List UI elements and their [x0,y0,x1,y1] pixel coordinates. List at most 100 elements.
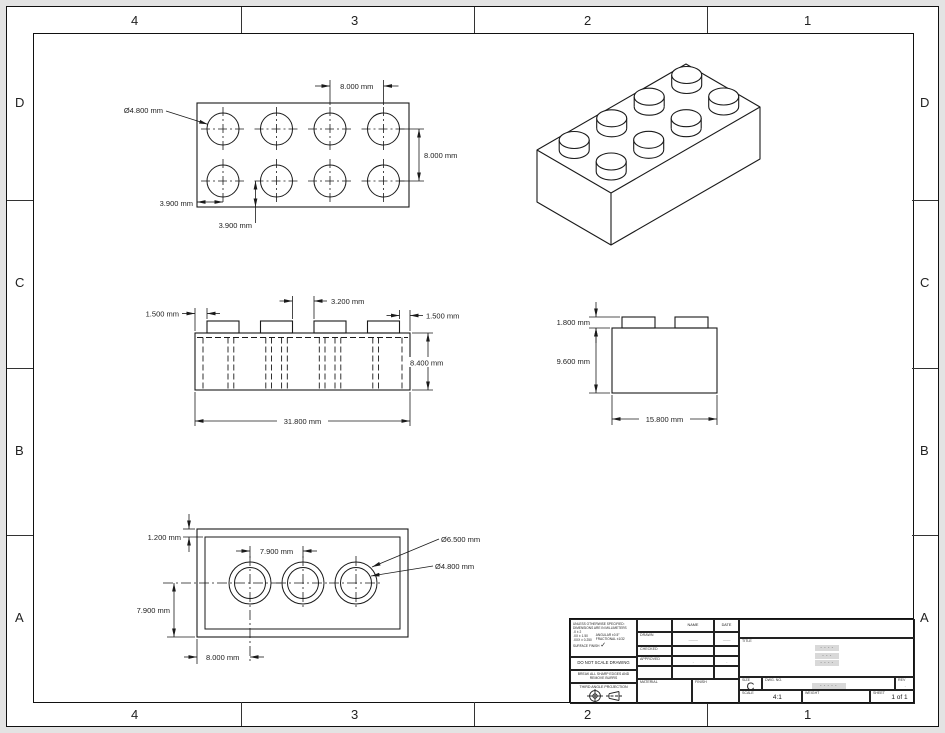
dim-pitch-y: 8.000 mm [424,151,457,160]
approved-date-cell: - [714,656,739,666]
dim-stud-offset-right: 1.500 mm [426,312,459,321]
note-line: DIMENSIONS ARE IN MILLIMETERS [573,625,627,630]
zone-col-label: 3 [351,13,359,28]
dim-edge-y: 3.900 mm [219,221,252,230]
scale-label: SCALE [742,691,754,695]
zone-col-label: 1 [804,707,812,722]
checked-label: CHECKED [637,646,672,656]
dim-stud-height: 1.800 mm [557,318,590,327]
approved-label: APPROVED [637,656,672,666]
drawing-sheet: 4 3 2 1 4 3 2 1 D C B A D C B A UNLESS O… [6,6,939,727]
blank-cell [672,666,714,679]
projection-label: THIRD ANGLE PROJECTION [579,685,628,689]
zone-col-label: 4 [131,13,139,28]
dim-body-height: 8.400 mm [410,359,443,368]
blank-cell [637,619,672,632]
zone-row-label: C [15,275,25,290]
zone-row-label: C [920,275,930,290]
dim-stud-dia: Ø4.800 mm [124,106,163,115]
dim-stud-offset-left: 1.500 mm [146,310,179,319]
dim-wall: 1.200 mm [148,533,181,542]
rev-cell: REV - [895,677,915,690]
dwg-no-redacted: - - - - - [811,682,846,689]
scale-value: 4:1 [772,694,782,701]
zone-divider [912,535,938,537]
do-not-scale-label: DO NOT SCALE DRAWING [577,660,630,666]
rev-mark: - [904,682,906,688]
zone-divider [474,702,476,726]
dim-edge-offset: 8.000 mm [206,653,239,662]
checked-date-cell [714,646,739,656]
checkmark-icon: ✓ [600,641,607,649]
dwg-no-cell: DWG. NO. - - - - - [762,677,895,690]
dimensions [167,514,440,664]
zone-divider [912,200,938,202]
centerlines [163,556,383,661]
dim-stud-gap: 3.200 mm [331,297,364,306]
blank-cell [739,619,915,638]
bottom-view: 7.900 mm 1.200 mm 7.900 mm 8.000 mm Ø6.5… [137,514,480,664]
zone-col-label: 4 [131,707,139,722]
note-line: UNLESS OTHERWISE SPECIFIED: [573,621,625,626]
zone-col-label: 1 [804,13,812,28]
zone-row-label: D [15,95,25,110]
note-tol: .X ± 2 [573,629,582,634]
zone-col-label: 3 [351,707,359,722]
projection-cell: THIRD ANGLE PROJECTION [570,683,637,704]
scale-cell: SCALE 4:1 [739,690,802,704]
zone-divider [474,7,476,33]
material-label: MATERIAL [637,679,692,704]
title-redacted-line: - - - - [815,660,839,667]
dim-pitch-x: 8.000 mm [340,82,373,91]
zone-divider [241,7,243,33]
name-header: NAME [687,623,699,628]
centerlines [201,107,406,203]
dim-length: 31.800 mm [284,417,322,426]
zone-row-label: B [15,443,24,458]
sheet-label: SHEET [873,691,885,695]
dimensions [165,80,424,223]
dim-tube-od: Ø6.500 mm [441,535,480,544]
blank-cell [714,666,739,679]
drawn-name-redacted: ----------- [688,637,698,642]
dim-width: 15.800 mm [646,415,684,424]
side-view: 1.800 mm 9.600 mm 15.800 mm [557,302,718,425]
title-block: UNLESS OTHERWISE SPECIFIED: DIMENSIONS A… [569,618,915,704]
dim-tube-pitch: 7.900 mm [260,547,293,556]
title-redacted-line: - - - [815,652,839,659]
note-tol: ANGULAR ±0.5° [595,632,620,637]
zone-row-label: A [15,610,24,625]
sheet-cell: SHEET 1 of 1 [870,690,915,704]
sheet-value: 1 of 1 [891,694,908,701]
top-view: 8.000 mm Ø4.800 mm 8.000 mm 3.900 mm 3.9… [124,80,457,230]
checked-name-cell [672,646,714,656]
surface-finish-label: SURFACE FINISH [573,643,600,648]
title-label: TITLE [742,639,752,643]
weight-label: WEIGHT [802,690,870,704]
approved-name-cell: - [672,656,714,666]
dwg-no-label: DWG. NO. [765,678,783,682]
drawn-date-redacted: --------- [722,637,731,642]
do-not-scale-cell: DO NOT SCALE DRAWING [570,657,637,670]
approved-date-mark: - [726,659,727,664]
zone-divider [707,702,709,726]
size-cell: SIZE C [739,677,762,690]
note-tol: .XXX ± 0.250 [573,637,592,642]
note-tol: FRACTIONAL ±1/32 [595,636,625,641]
zone-row-label: B [920,443,929,458]
drawn-label: DRAWN [637,632,672,646]
zone-divider [241,702,243,726]
zone-divider [7,368,33,370]
zone-divider [7,535,33,537]
zone-col-label: 2 [584,13,592,28]
zone-row-label: D [920,95,930,110]
rev-label: REV [898,678,906,682]
break-edges-cell: BREAK ALL SHARP EDGES AND REMOVE BURRS [570,670,637,683]
zone-col-label: 2 [584,707,592,722]
size-label: SIZE [742,678,750,682]
approved-name-mark: - [692,659,694,664]
drawn-name-cell: ----------- [672,632,714,646]
dim-side-height: 9.600 mm [557,357,590,366]
